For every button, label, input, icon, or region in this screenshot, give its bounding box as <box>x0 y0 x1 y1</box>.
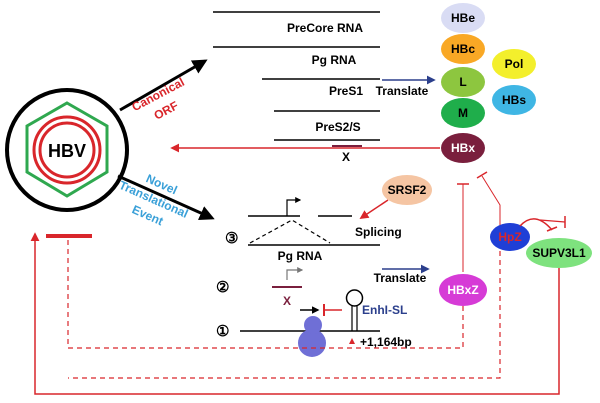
x-label: X <box>342 150 350 164</box>
hpz-inhibits-hbx-bar <box>476 171 488 179</box>
supv3l1-protein <box>526 238 592 268</box>
step2-x-orf: ② X <box>216 267 304 308</box>
hbxz-label: HBxZ <box>447 283 478 297</box>
hbv-virion: HBV <box>5 88 129 212</box>
hpz-inhibits-hbx-line <box>481 175 501 228</box>
hpz-label: HpZ <box>498 230 521 244</box>
hpz-feedback-dashed <box>68 251 501 379</box>
step2-x-label: X <box>283 294 291 308</box>
supv3l1-label: SUPV3L1 <box>532 246 586 260</box>
position-label: +1,164bp <box>360 335 412 349</box>
srsf2-arrow <box>359 199 389 219</box>
canonical-proteins: HBe HBc Pol L HBs M HBx <box>441 3 536 163</box>
step3-splice-junction <box>249 219 331 244</box>
pg-rna-label: Pg RNA <box>312 53 357 67</box>
pol-label: Pol <box>505 57 524 71</box>
l-protein <box>441 67 485 97</box>
capsid-hexagon <box>25 101 109 198</box>
hbe-protein <box>441 3 485 33</box>
pres2s-label: PreS2/S <box>315 120 360 134</box>
stem-loop-head <box>345 289 364 307</box>
virion-envelope <box>5 88 129 212</box>
transcripts: PreCore RNA Pg RNA PreS1 PreS2/S X <box>213 11 380 164</box>
hbxz-protein <box>439 274 487 306</box>
step2-start-arrow <box>286 267 304 280</box>
l-label: L <box>459 75 466 89</box>
hbx-label: HBx <box>451 141 475 155</box>
step1-marker: ① <box>216 323 229 340</box>
step2-marker: ② <box>216 279 229 296</box>
srsf2-label: SRSF2 <box>388 183 427 197</box>
translate-label-top: Translate <box>376 84 429 98</box>
canonical-arrow <box>119 59 208 112</box>
hbx-protein <box>441 133 485 163</box>
step3-splicing: ③ Splicing Pg RNA <box>225 197 402 263</box>
step1-ribosome-scanning: ① EnhI-SL +1,164bp <box>216 289 412 357</box>
m-protein <box>441 98 485 128</box>
translate-label-bottom: Translate <box>374 271 427 285</box>
supv3l1-feedback-solid <box>30 232 560 395</box>
novel-arrow <box>117 174 215 220</box>
precore-rna-label: PreCore RNA <box>287 21 363 35</box>
pres1-label: PreS1 <box>329 84 363 98</box>
position-marker <box>349 338 355 344</box>
genome-inner-ring <box>38 121 96 179</box>
srsf2-protein <box>382 175 432 205</box>
supv3l1-hpz-inhibit-line <box>539 219 566 223</box>
hbs-protein <box>492 85 536 115</box>
hpz-supv3l1-inhibit-bar <box>546 226 558 232</box>
splicing-label: Splicing <box>355 225 402 239</box>
m-label: M <box>458 106 468 120</box>
hbv-label: HBV <box>48 141 86 161</box>
hbxz-feedback-dashed <box>67 236 464 349</box>
enhl-sl-label: EnhI-SL <box>362 303 407 317</box>
step3-marker: ③ <box>225 230 238 247</box>
hbc-protein <box>441 34 485 64</box>
genome-outer-ring <box>32 115 102 185</box>
pol-protein <box>492 49 536 79</box>
ribosome-small-subunit <box>304 316 322 334</box>
hpz-protein <box>490 223 530 251</box>
hbe-label: HBe <box>451 11 475 25</box>
novel-pg-rna-label: Pg RNA <box>278 249 323 263</box>
step3-promoter-arrow <box>286 197 302 216</box>
hbc-label: HBc <box>451 42 475 56</box>
novel-proteins: HBxZ HpZ SUPV3L1 <box>439 223 592 306</box>
ribosome-large-subunit <box>298 329 326 357</box>
hbs-label: HBs <box>502 93 526 107</box>
hpz-supv3l1-inhibit-arc <box>519 218 553 231</box>
